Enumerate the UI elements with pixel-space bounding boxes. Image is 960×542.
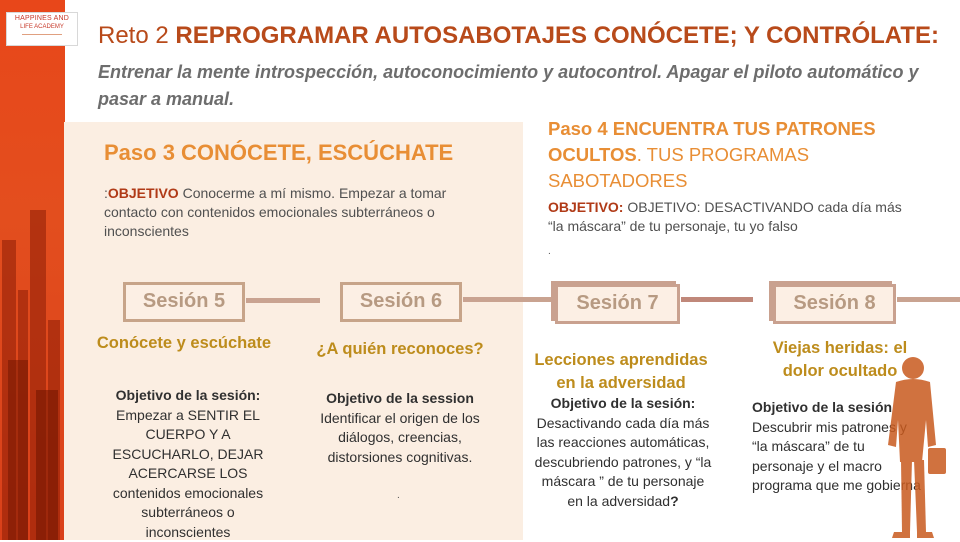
- academy-logo: HAPPINES AND LIFE ACADEMY: [6, 12, 78, 46]
- session-6-desc-head: Objetivo de la session: [326, 390, 474, 406]
- session-8-title: Viejas heridas: el dolor ocultado: [772, 339, 908, 380]
- timeline-connector: [897, 297, 960, 302]
- session-5-title: Conócete y escúchate: [96, 334, 272, 352]
- step4-objective: OBJETIVO: OBJETIVO: DESACTIVANDO cada dí…: [548, 198, 918, 236]
- session-7-box: Sesión 7: [555, 284, 680, 324]
- step4-title: Paso 4 ENCUENTRA TUS PATRONES OCULTOS. T…: [548, 118, 876, 191]
- session-8-box: Sesión 8: [773, 284, 896, 324]
- step3-panel: [64, 122, 523, 540]
- session-5-desc-text: Empezar a SENTIR EL CUERPO Y A ESCUCHARL…: [112, 406, 264, 540]
- step3-objective-label: OBJETIVO: [107, 185, 179, 201]
- session-8-desc-text: Descubrir mis patrones y “la máscara” de…: [752, 418, 921, 494]
- session-7-desc-head: Objetivo de la sesión:: [550, 395, 696, 411]
- session-8-description: Objetivo de la sesión Descubrir mis patr…: [752, 398, 922, 496]
- timeline-connector: [246, 298, 320, 303]
- step3-objective-text: Conocerme a mí mismo. Empezar a tomar co…: [104, 185, 447, 239]
- session-8-desc-head: Objetivo de la sesión: [752, 399, 893, 415]
- timeline-connector: [463, 297, 555, 302]
- title-bold: REPROGRAMAR AUTOSABOTAJES CONÓCETE; Y CO…: [175, 22, 939, 49]
- step3-objective: :OBJETIVO Conocerme a mí mismo. Empezar …: [104, 185, 447, 239]
- step4-objective-label: OBJETIVO:: [548, 199, 624, 215]
- session-7-description: Objetivo de la sesión: Desactivando cada…: [533, 394, 713, 511]
- session-6-title: ¿A quién reconoces?: [316, 340, 484, 358]
- businessman-illustration: [888, 357, 946, 538]
- session-5-desc-head: Objetivo de la sesión:: [115, 387, 261, 403]
- title-prefix: Reto 2: [98, 22, 169, 49]
- step4-objective-text: OBJETIVO: DESACTIVANDO cada día más “la …: [548, 199, 902, 234]
- step4-dot: .: [548, 246, 551, 257]
- step3-title: Paso 3 CONÓCETE, ESCÚCHATE: [104, 140, 454, 165]
- session-7-title: Lecciones aprendidas en la adversidad: [534, 351, 708, 392]
- session-7-desc-end: ?: [670, 492, 679, 509]
- timeline-connector: [681, 297, 753, 302]
- page-subtitle: Entrenar la mente introspección, autocon…: [98, 62, 919, 109]
- session-6-box: Sesión 6: [340, 282, 462, 322]
- session-6-description: Objetivo de la session Identificar el or…: [310, 389, 490, 467]
- session-6-dot: .: [397, 490, 400, 501]
- session-5-box: Sesión 5: [123, 282, 245, 322]
- city-strip-image: [0, 0, 65, 540]
- page-title: Reto 2 REPROGRAMAR AUTOSABOTAJES CONÓCET…: [98, 22, 939, 50]
- logo-line-2: LIFE ACADEMY: [20, 24, 64, 30]
- session-6-desc-text: Identificar el origen de los diálogos, c…: [320, 409, 480, 465]
- session-5-description: Objetivo de la sesión: Empezar a SENTIR …: [98, 386, 278, 542]
- logo-line-1: HAPPINES AND: [14, 15, 70, 22]
- session-7-desc-text: Desactivando cada día más las reacciones…: [534, 414, 712, 509]
